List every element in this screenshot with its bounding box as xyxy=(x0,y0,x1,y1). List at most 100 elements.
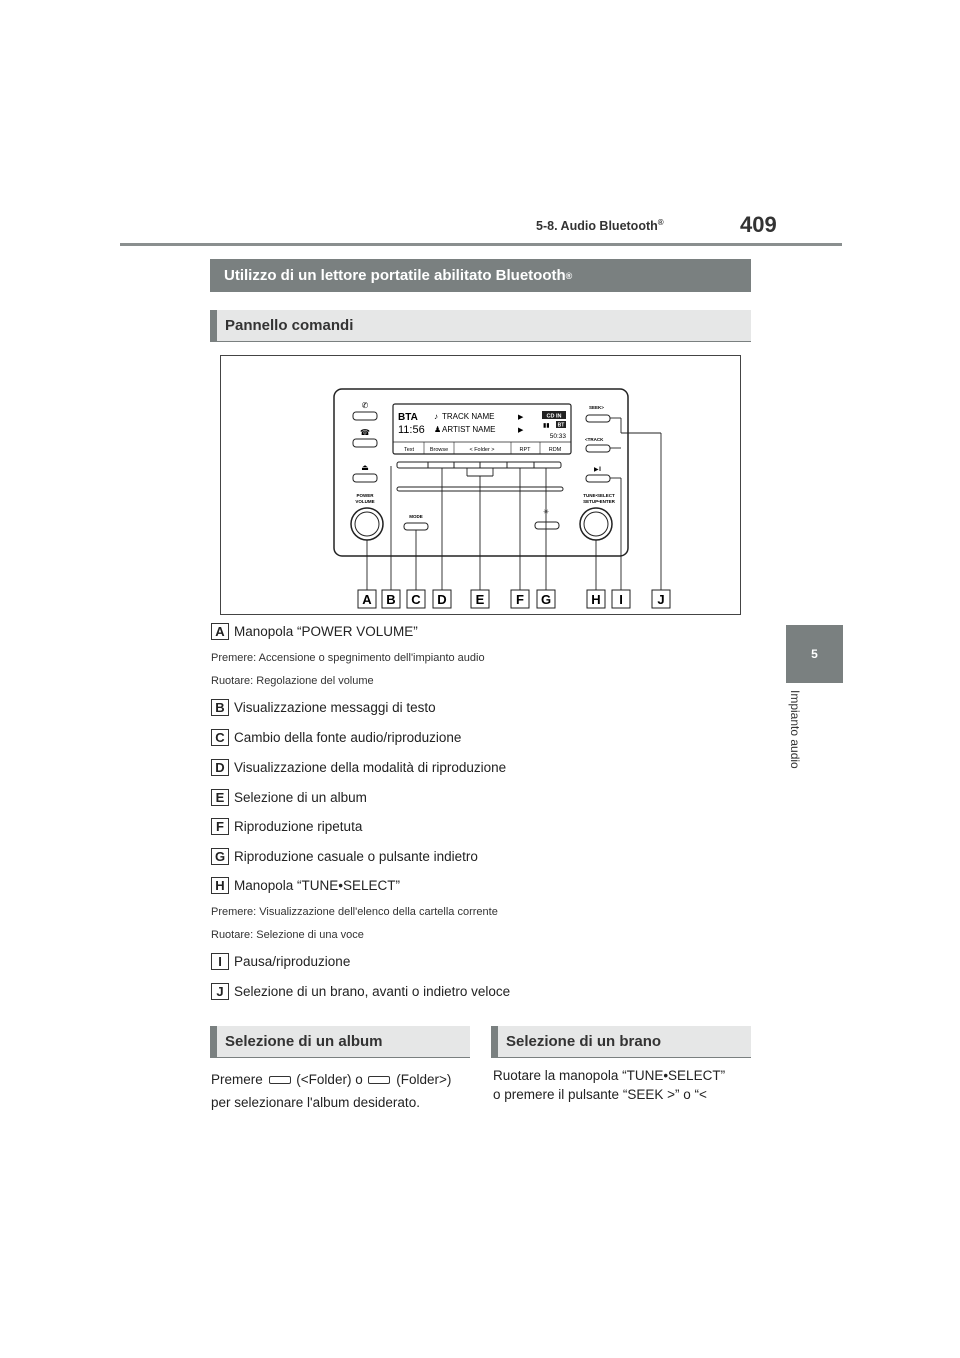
subsection-banner-pannello: Pannello comandi xyxy=(210,310,751,342)
badge-a: A xyxy=(211,623,229,640)
brano-instruction-line1: Ruotare la manopola “TUNE•SELECT” xyxy=(493,1068,726,1083)
item-text: Selezione di un album xyxy=(234,790,367,805)
mode-button xyxy=(403,522,429,531)
callout-j: J xyxy=(657,592,664,607)
control-panel-figure: ✆ ☎ ⏏ POWER VOLUME BTA 11:56 ♪ TRACK NAM… xyxy=(220,355,741,615)
badge-j: J xyxy=(211,983,229,1000)
subsection-banner-brano: Selezione di un brano xyxy=(491,1026,751,1058)
callout-d: D xyxy=(437,592,446,607)
softkey-rpt: RPT xyxy=(520,447,532,453)
track-label: <TRACK xyxy=(585,437,604,442)
badge-g: G xyxy=(211,848,229,865)
display-screen xyxy=(392,403,572,455)
page-number: 409 xyxy=(740,212,777,237)
music-note-icon: ♪ xyxy=(434,412,438,421)
list-item-a: A Manopola “POWER VOLUME” xyxy=(211,623,418,640)
svg-text:✆: ✆ xyxy=(362,401,369,410)
list-item-f: F Riproduzione ripetuta xyxy=(211,818,362,835)
softkey-browse: Browse xyxy=(430,447,448,453)
artist-arrow-icon: ▶ xyxy=(518,427,524,434)
item-text: Visualizzazione della modalità di riprod… xyxy=(234,760,507,775)
list-item-i: I Pausa/riproduzione xyxy=(211,953,350,970)
item-text: Visualizzazione messaggi di testo xyxy=(234,700,436,715)
folder-prev-button-icon xyxy=(268,1076,291,1085)
softkey-rdm: RDM xyxy=(549,447,562,453)
tune-select-label: TUNE•SELECT xyxy=(583,493,615,498)
brano-instruction-line2: o premere il pulsante “SEEK >” o “< xyxy=(493,1087,707,1102)
seek-label: SEEK> xyxy=(589,405,604,410)
item-text: Riproduzione casuale o pulsante indietro xyxy=(234,849,478,864)
display-time: 11:56 xyxy=(398,424,425,436)
item-text: Selezione di un brano, avanti o indietro… xyxy=(234,984,511,999)
badge-f: F xyxy=(211,818,229,835)
hangup-button: ☎ xyxy=(352,428,378,448)
softkey-folder: < Folder > xyxy=(469,447,494,453)
callout-e: E xyxy=(476,592,485,607)
display-elapsed: 50:33 xyxy=(550,433,567,440)
item-sub: Premere: Accensione o spegnimento dell'i… xyxy=(211,652,485,664)
badge-d: D xyxy=(211,759,229,776)
callout-g: G xyxy=(541,592,551,607)
badge-h: H xyxy=(211,877,229,894)
chapter-label: Impianto audio xyxy=(788,690,802,769)
bt-badge: BT xyxy=(558,423,565,429)
setup-enter-label: SETUP•ENTER xyxy=(583,499,616,504)
leader-lines xyxy=(366,417,662,590)
display-track: TRACK NAME xyxy=(442,412,494,421)
track-button xyxy=(585,444,611,453)
callout-b: B xyxy=(386,592,395,607)
mode-label: MODE xyxy=(409,514,423,519)
svg-text:⏏: ⏏ xyxy=(361,463,369,472)
badge-i: I xyxy=(211,953,229,970)
callout-f: F xyxy=(516,592,524,607)
chapter-tab: 5 xyxy=(786,625,843,683)
tune-select-knob xyxy=(579,507,613,541)
item-text: Manopola “POWER VOLUME” xyxy=(234,624,418,639)
list-item-d: D Visualizzazione della modalità di ripro… xyxy=(211,759,506,776)
seek-button xyxy=(585,414,611,423)
volume-label: VOLUME xyxy=(355,499,374,504)
main-section-banner: Utilizzo di un lettore portatile abilita… xyxy=(210,259,751,292)
badge-c: C xyxy=(211,729,229,746)
item-text: Pausa/riproduzione xyxy=(234,954,351,969)
control-panel-illustration: ✆ ☎ ⏏ POWER VOLUME BTA 11:56 ♪ TRACK NAM… xyxy=(333,388,671,609)
phone-button: ✆ xyxy=(352,401,378,421)
item-sub: Premere: Visualizzazione dell'elenco del… xyxy=(211,906,498,918)
section-title: 5-8. Audio Bluetooth® xyxy=(536,218,664,234)
item-text: Riproduzione ripetuta xyxy=(234,819,363,834)
list-item-j: J Selezione di un brano, avanti o indietr… xyxy=(211,983,510,1000)
power-label: POWER xyxy=(356,493,374,498)
cd-in-badge: CD IN xyxy=(547,414,562,420)
callout-h: H xyxy=(591,592,600,607)
callout-badges: A B C D E F G H I J xyxy=(357,589,671,609)
item-sub: Ruotare: Selezione di una voce xyxy=(211,929,364,941)
callout-c: C xyxy=(411,592,421,607)
folder-next-button-icon xyxy=(368,1076,391,1085)
eject-button: ⏏ xyxy=(352,463,378,483)
display-artist: ARTIST NAME xyxy=(442,425,496,434)
callout-a: A xyxy=(362,592,372,607)
item-text: Cambio della fonte audio/riproduzione xyxy=(234,730,462,745)
display-source: BTA xyxy=(398,412,418,423)
list-item-b: B Visualizzazione messaggi di testo xyxy=(211,699,436,716)
header-rule xyxy=(120,243,842,246)
dimmer-button xyxy=(534,521,560,530)
list-item-c: C Cambio della fonte audio/riproduzione xyxy=(211,729,461,746)
badge-b: B xyxy=(211,699,229,716)
album-instruction-line1: Premere (<Folder) o (Folder>) xyxy=(211,1072,452,1087)
callout-i: I xyxy=(619,592,623,607)
list-item-e: E Selezione di un album xyxy=(211,789,367,806)
play-pause-icon: ▶‖ xyxy=(594,467,601,473)
list-item-g: G Riproduzione casuale o pulsante indietr… xyxy=(211,848,478,865)
softkey-buttons xyxy=(396,461,562,469)
svg-text:☎: ☎ xyxy=(360,428,370,437)
play-pause-button xyxy=(585,474,611,483)
signal-icon: ▮▮ xyxy=(543,423,550,429)
badge-e: E xyxy=(211,789,229,806)
track-arrow-icon: ▶ xyxy=(518,414,524,421)
softkey-text: Text xyxy=(404,447,415,453)
album-instruction-line2: per selezionare l'album desiderato. xyxy=(211,1095,420,1110)
item-sub: Ruotare: Regolazione del volume xyxy=(211,675,374,687)
person-icon: ♟ xyxy=(434,425,441,434)
